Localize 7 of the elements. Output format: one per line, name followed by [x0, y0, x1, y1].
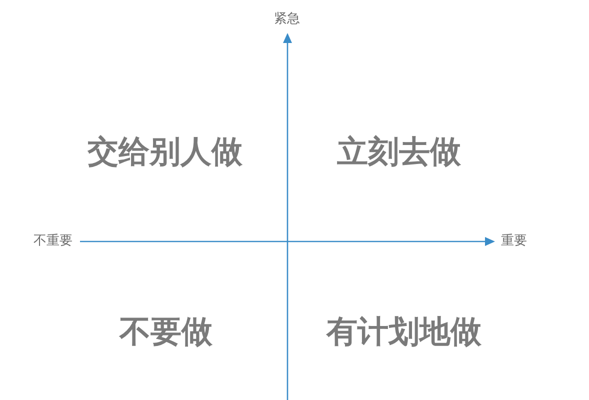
quadrant-label: 交给别人做 [88, 135, 242, 171]
axis-label: 重要 [501, 234, 527, 250]
quadrant-label: 不要做 [120, 315, 212, 351]
axis-label: 紧急 [274, 12, 300, 28]
quadrant-label: 有计划地做 [326, 315, 482, 351]
axis-label: 不重要 [34, 234, 72, 250]
quadrant-label: 立刻去做 [337, 135, 461, 171]
